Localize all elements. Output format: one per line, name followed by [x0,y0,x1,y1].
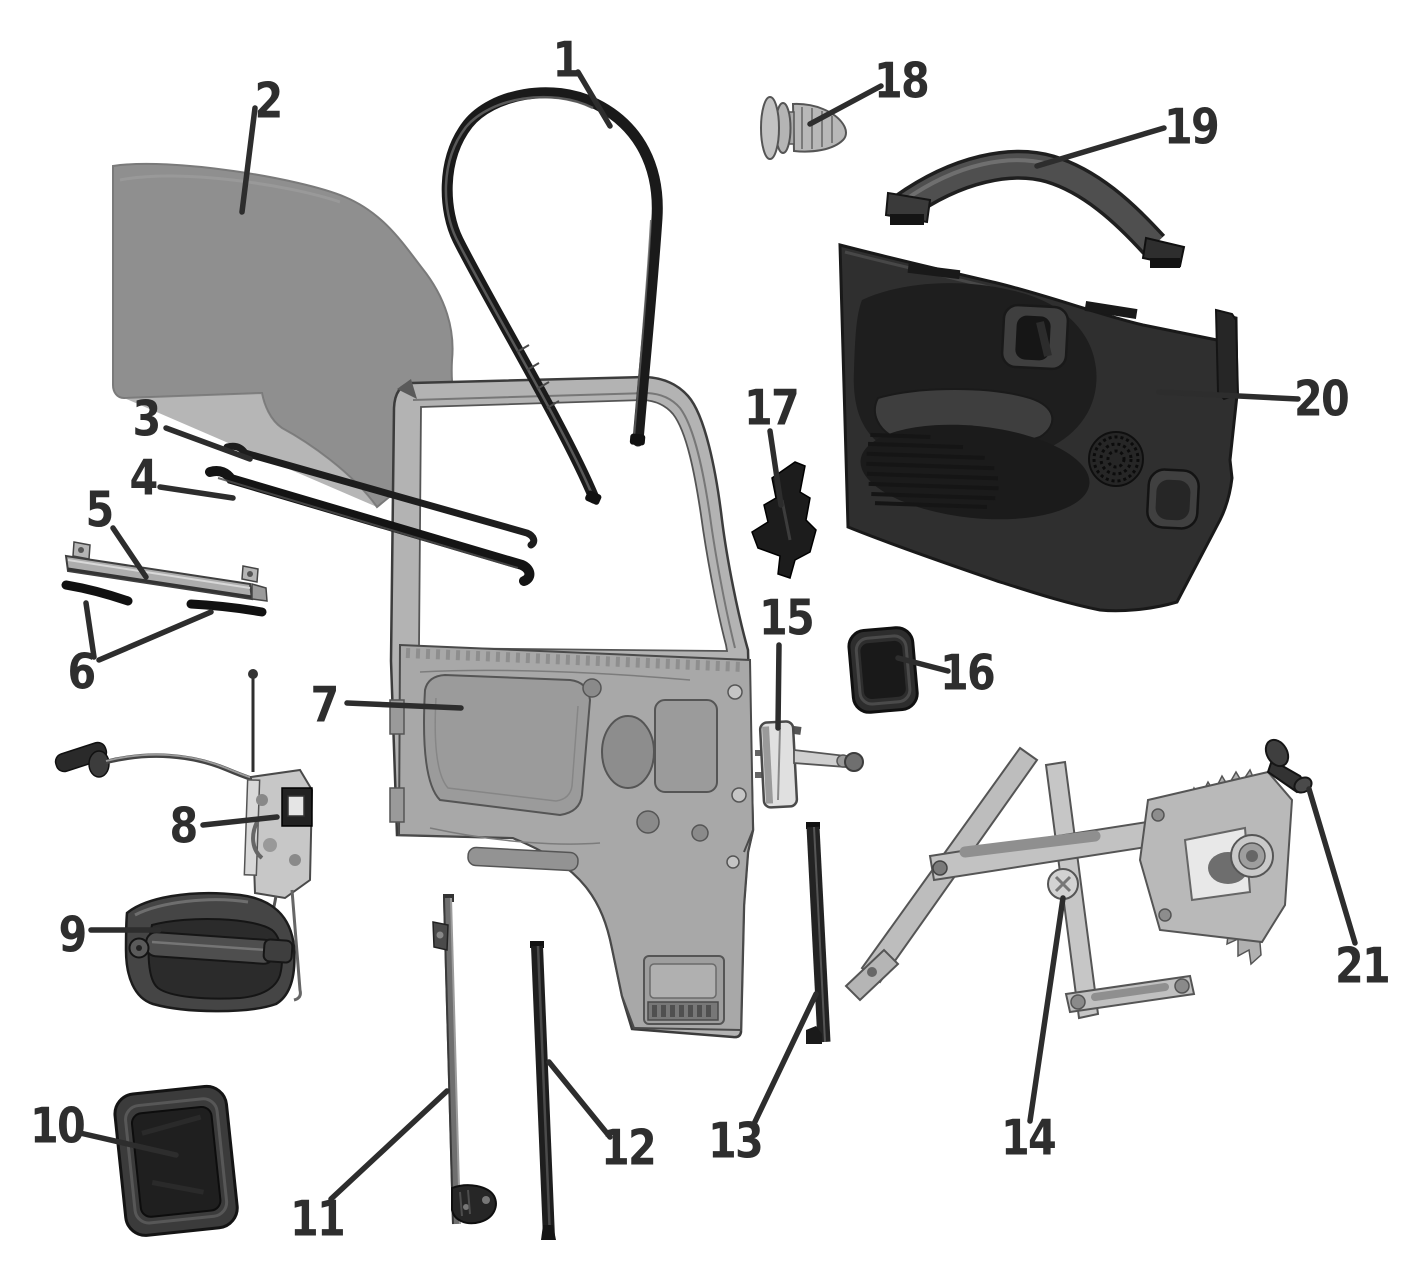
leader-line-trim-panel-clip [807,83,884,127]
door-shell-part [389,375,755,1039]
part-label-2: 2 [254,72,281,129]
leader-line-glass-run-channel [575,69,613,129]
part-label-21: 21 [1335,937,1389,994]
part-label-3: 3 [132,390,159,447]
leader-line-front-run-channel-strip [750,991,819,1129]
part-label-7: 7 [310,676,337,733]
leader-line-glass-guide-rail [328,1088,450,1202]
leader-line-check-strap-bracket [767,428,784,508]
part-label-16: 16 [940,644,994,701]
door-grab-handle-part [884,149,1186,268]
leader-line-check-access-cover [895,655,951,674]
leader-line-door-grab-handle [1034,125,1167,169]
leader-line-door-glass [239,105,258,215]
part-label-1: 1 [552,31,579,88]
door-glass-part [112,162,472,509]
glass-run-channel-part [441,87,663,505]
part-label-5: 5 [85,481,112,538]
trim-panel-clip-part [760,96,847,160]
leader-line-outer-belt-weatherstrip [163,425,253,462]
part-label-4: 4 [130,449,157,506]
outside-door-handle-part [124,891,296,1013]
leader-line-channel-filler-strips [83,600,97,660]
inner-belt-weatherstrip-part [205,465,535,586]
part-label-6: 6 [68,643,95,700]
leader-line-door-check-strap [775,642,782,731]
check-access-cover-part [847,626,919,714]
part-label-10: 10 [30,1097,84,1154]
part-label-14: 14 [1001,1109,1055,1166]
glass-bottom-channel-part [64,541,268,602]
leader-line-inner-belt-weatherstrip [157,484,236,501]
leader-line-door-lock-assembly [200,814,280,828]
part-label-9: 9 [58,906,85,963]
window-regulator-part [844,746,1294,1020]
part-label-13: 13 [708,1112,762,1169]
leader-line-door-trim-panel [1156,389,1301,402]
leader-line-channel-filler-strips-1 [96,609,214,663]
leader-line-access-hole-cover [77,1130,179,1158]
access-hole-cover-part [113,1084,239,1237]
channel-filler-strips-part [61,580,267,617]
part-label-20: 20 [1294,370,1348,427]
part-label-11: 11 [290,1190,344,1247]
leader-line-rear-run-channel-strip [546,1059,613,1140]
part-label-17: 17 [744,379,798,436]
leader-line-window-crank-handle [1306,786,1358,946]
outer-belt-weatherstrip-part [223,442,538,549]
leader-line-window-regulator [1027,895,1066,1124]
part-label-19: 19 [1164,98,1218,155]
door-check-strap-part [755,720,864,809]
part-label-12: 12 [601,1119,655,1176]
part-label-18: 18 [874,52,928,109]
glass-guide-rail-part [432,894,497,1225]
check-strap-bracket-part [751,461,817,579]
part-label-15: 15 [759,589,813,646]
leader-line-door-shell [344,700,464,711]
rear-run-channel-strip-part [530,941,556,1240]
door-trim-panel-part [838,243,1240,613]
part-label-8: 8 [169,797,196,854]
front-run-channel-strip-part [806,822,831,1044]
leader-line-glass-bottom-channel [110,525,149,580]
